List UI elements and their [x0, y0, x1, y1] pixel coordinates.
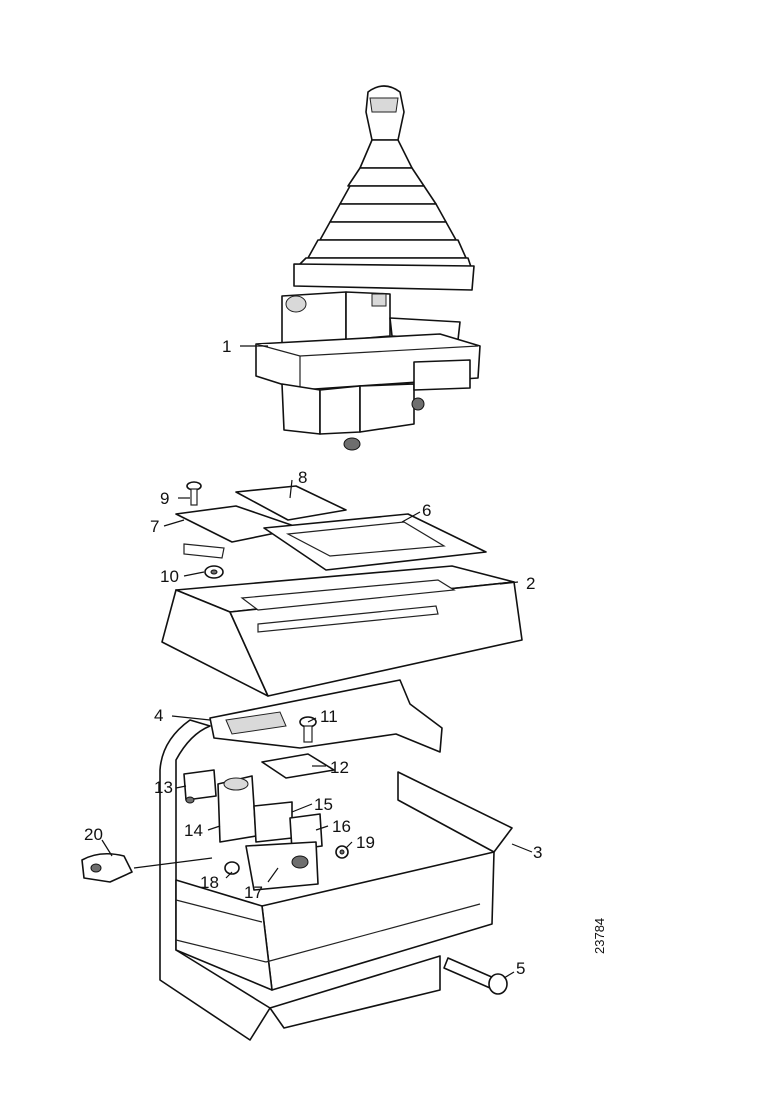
callout-7: 7	[150, 517, 159, 536]
relay-14	[217, 775, 257, 843]
callout-11: 11	[320, 707, 338, 726]
callout-19: 19	[356, 833, 375, 852]
callout-13: 13	[154, 778, 173, 797]
callout-6: 6	[422, 501, 431, 520]
callout-17: 17	[244, 883, 263, 902]
callout-5: 5	[516, 959, 525, 978]
callout-8: 8	[298, 468, 307, 487]
lower-housing	[159, 719, 513, 1041]
switch-13	[183, 769, 217, 804]
callout-labels: 1 2 3 4 5 6 7 8 9 10 11 12 13 14 15 16 1…	[84, 337, 542, 978]
callout-14: 14	[184, 821, 203, 840]
screw-18	[224, 861, 240, 875]
label-plate-12	[261, 753, 335, 779]
callout-4: 4	[154, 706, 163, 725]
joystick-assembly	[255, 85, 481, 451]
mounting-bracket	[209, 679, 443, 753]
screw-9	[186, 481, 202, 506]
cable-clip-20	[81, 852, 133, 883]
callout-9: 9	[160, 489, 169, 508]
bolt-5	[443, 957, 508, 995]
relay-15	[253, 801, 293, 843]
callout-16: 16	[332, 817, 351, 836]
callout-2: 2	[526, 574, 535, 593]
cover-plate	[235, 485, 347, 521]
terminal-block-17	[245, 841, 319, 891]
washer-19	[335, 845, 349, 859]
callout-20: 20	[84, 825, 103, 844]
relay-16	[289, 813, 323, 851]
callout-10: 10	[160, 567, 179, 586]
callout-1: 1	[222, 337, 231, 356]
callout-12: 12	[330, 758, 349, 777]
callout-15: 15	[314, 795, 333, 814]
leader-lines	[101, 345, 533, 979]
callout-18: 18	[200, 873, 219, 892]
top-cover	[161, 565, 523, 697]
callout-3: 3	[533, 843, 542, 862]
nut-10	[204, 565, 224, 579]
drawing-reference-number: 23784	[592, 918, 607, 954]
